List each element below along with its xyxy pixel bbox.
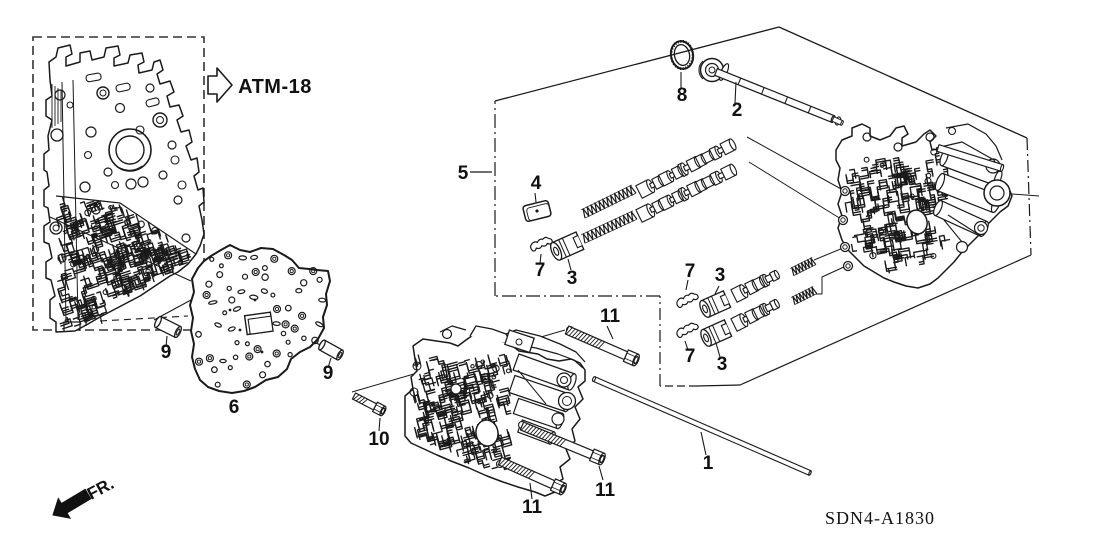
svg-text:SDN4-A1830: SDN4-A1830 bbox=[825, 508, 935, 528]
svg-text:3: 3 bbox=[715, 265, 726, 286]
svg-text:9: 9 bbox=[323, 363, 334, 384]
svg-text:ATM-18: ATM-18 bbox=[238, 76, 312, 98]
svg-text:11: 11 bbox=[595, 480, 616, 501]
svg-text:8: 8 bbox=[677, 85, 688, 106]
svg-text:7: 7 bbox=[685, 261, 696, 282]
svg-text:10: 10 bbox=[368, 429, 389, 450]
svg-text:11: 11 bbox=[600, 306, 621, 327]
svg-text:3: 3 bbox=[567, 268, 578, 289]
svg-text:5: 5 bbox=[458, 163, 469, 184]
svg-text:1: 1 bbox=[703, 453, 714, 474]
svg-text:11: 11 bbox=[522, 497, 543, 518]
svg-text:4: 4 bbox=[531, 173, 542, 194]
svg-text:2: 2 bbox=[732, 100, 743, 121]
svg-text:7: 7 bbox=[685, 346, 696, 367]
svg-text:7: 7 bbox=[535, 260, 546, 281]
svg-text:3: 3 bbox=[717, 354, 728, 375]
svg-text:6: 6 bbox=[229, 397, 240, 418]
svg-text:9: 9 bbox=[161, 342, 172, 363]
